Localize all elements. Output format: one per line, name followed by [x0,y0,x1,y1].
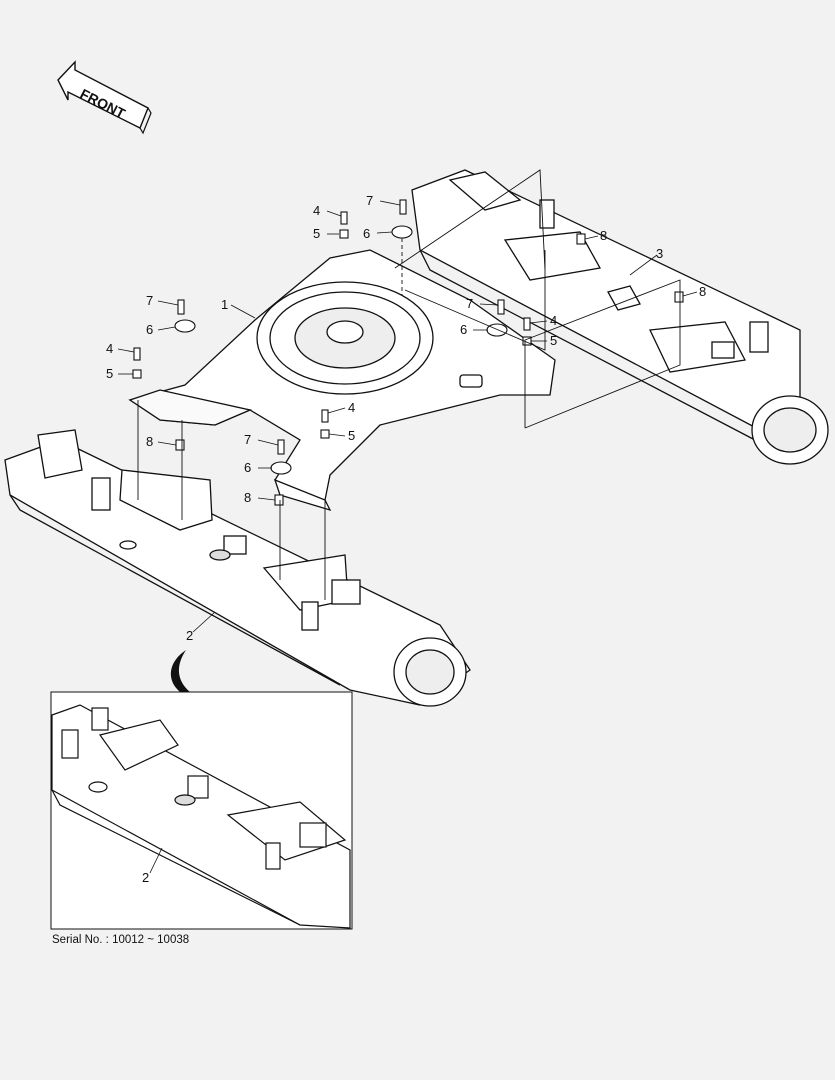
bolt [321,409,329,423]
callout-6: 6 [146,322,153,337]
washer [339,229,349,239]
callout-8: 8 [146,434,153,449]
bolt [340,211,348,225]
plate [391,225,413,239]
plate [174,319,196,333]
left-track-frame [4,429,471,707]
bolt [497,299,505,315]
callout-1: 1 [221,297,228,312]
callout-7: 7 [366,193,373,208]
bolt [399,199,407,215]
callout-2-inset: 2 [142,870,149,885]
callout-7: 7 [146,293,153,308]
washer [320,429,330,439]
callout-5: 5 [106,366,113,381]
bushing [576,233,586,245]
inset-detail: 2 [50,691,353,930]
bolt [277,439,285,455]
callout-3: 3 [656,246,663,261]
front-arrow: FRONT [57,60,152,135]
plate [270,461,292,475]
fasteners [132,199,684,506]
callout-4: 4 [348,400,355,415]
serial-number-label: Serial No. : 10012 ~ 10038 [52,934,190,946]
bolt [177,299,185,315]
callout-4: 4 [106,341,113,356]
right-track-frame [411,169,829,465]
callout-8: 8 [600,228,607,243]
callout-6: 6 [363,226,370,241]
inset-pointer [170,650,190,692]
callout-5: 5 [313,226,320,241]
washer [132,369,142,379]
callout-2: 2 [186,628,193,643]
callout-5: 5 [550,333,557,348]
bolt [133,347,141,361]
callout-7: 7 [466,296,473,311]
callout-labels: 1 2 3 4 5 6 7 7 6 4 5 8 7 6 4 5 4 5 7 6 … [106,193,706,643]
plate [486,323,508,337]
callout-5: 5 [348,428,355,443]
callout-8: 8 [244,490,251,505]
callout-4: 4 [313,203,320,218]
leader-lines [117,200,698,633]
callout-4: 4 [550,313,557,328]
callout-8: 8 [699,284,706,299]
center-frame [128,249,556,512]
callout-6: 6 [460,322,467,337]
assembly-guide-lines [137,169,681,600]
bushing [274,494,284,506]
callout-7: 7 [244,432,251,447]
bolt [523,317,531,331]
callout-6: 6 [244,460,251,475]
bushing [674,291,684,303]
bushing [175,439,185,451]
